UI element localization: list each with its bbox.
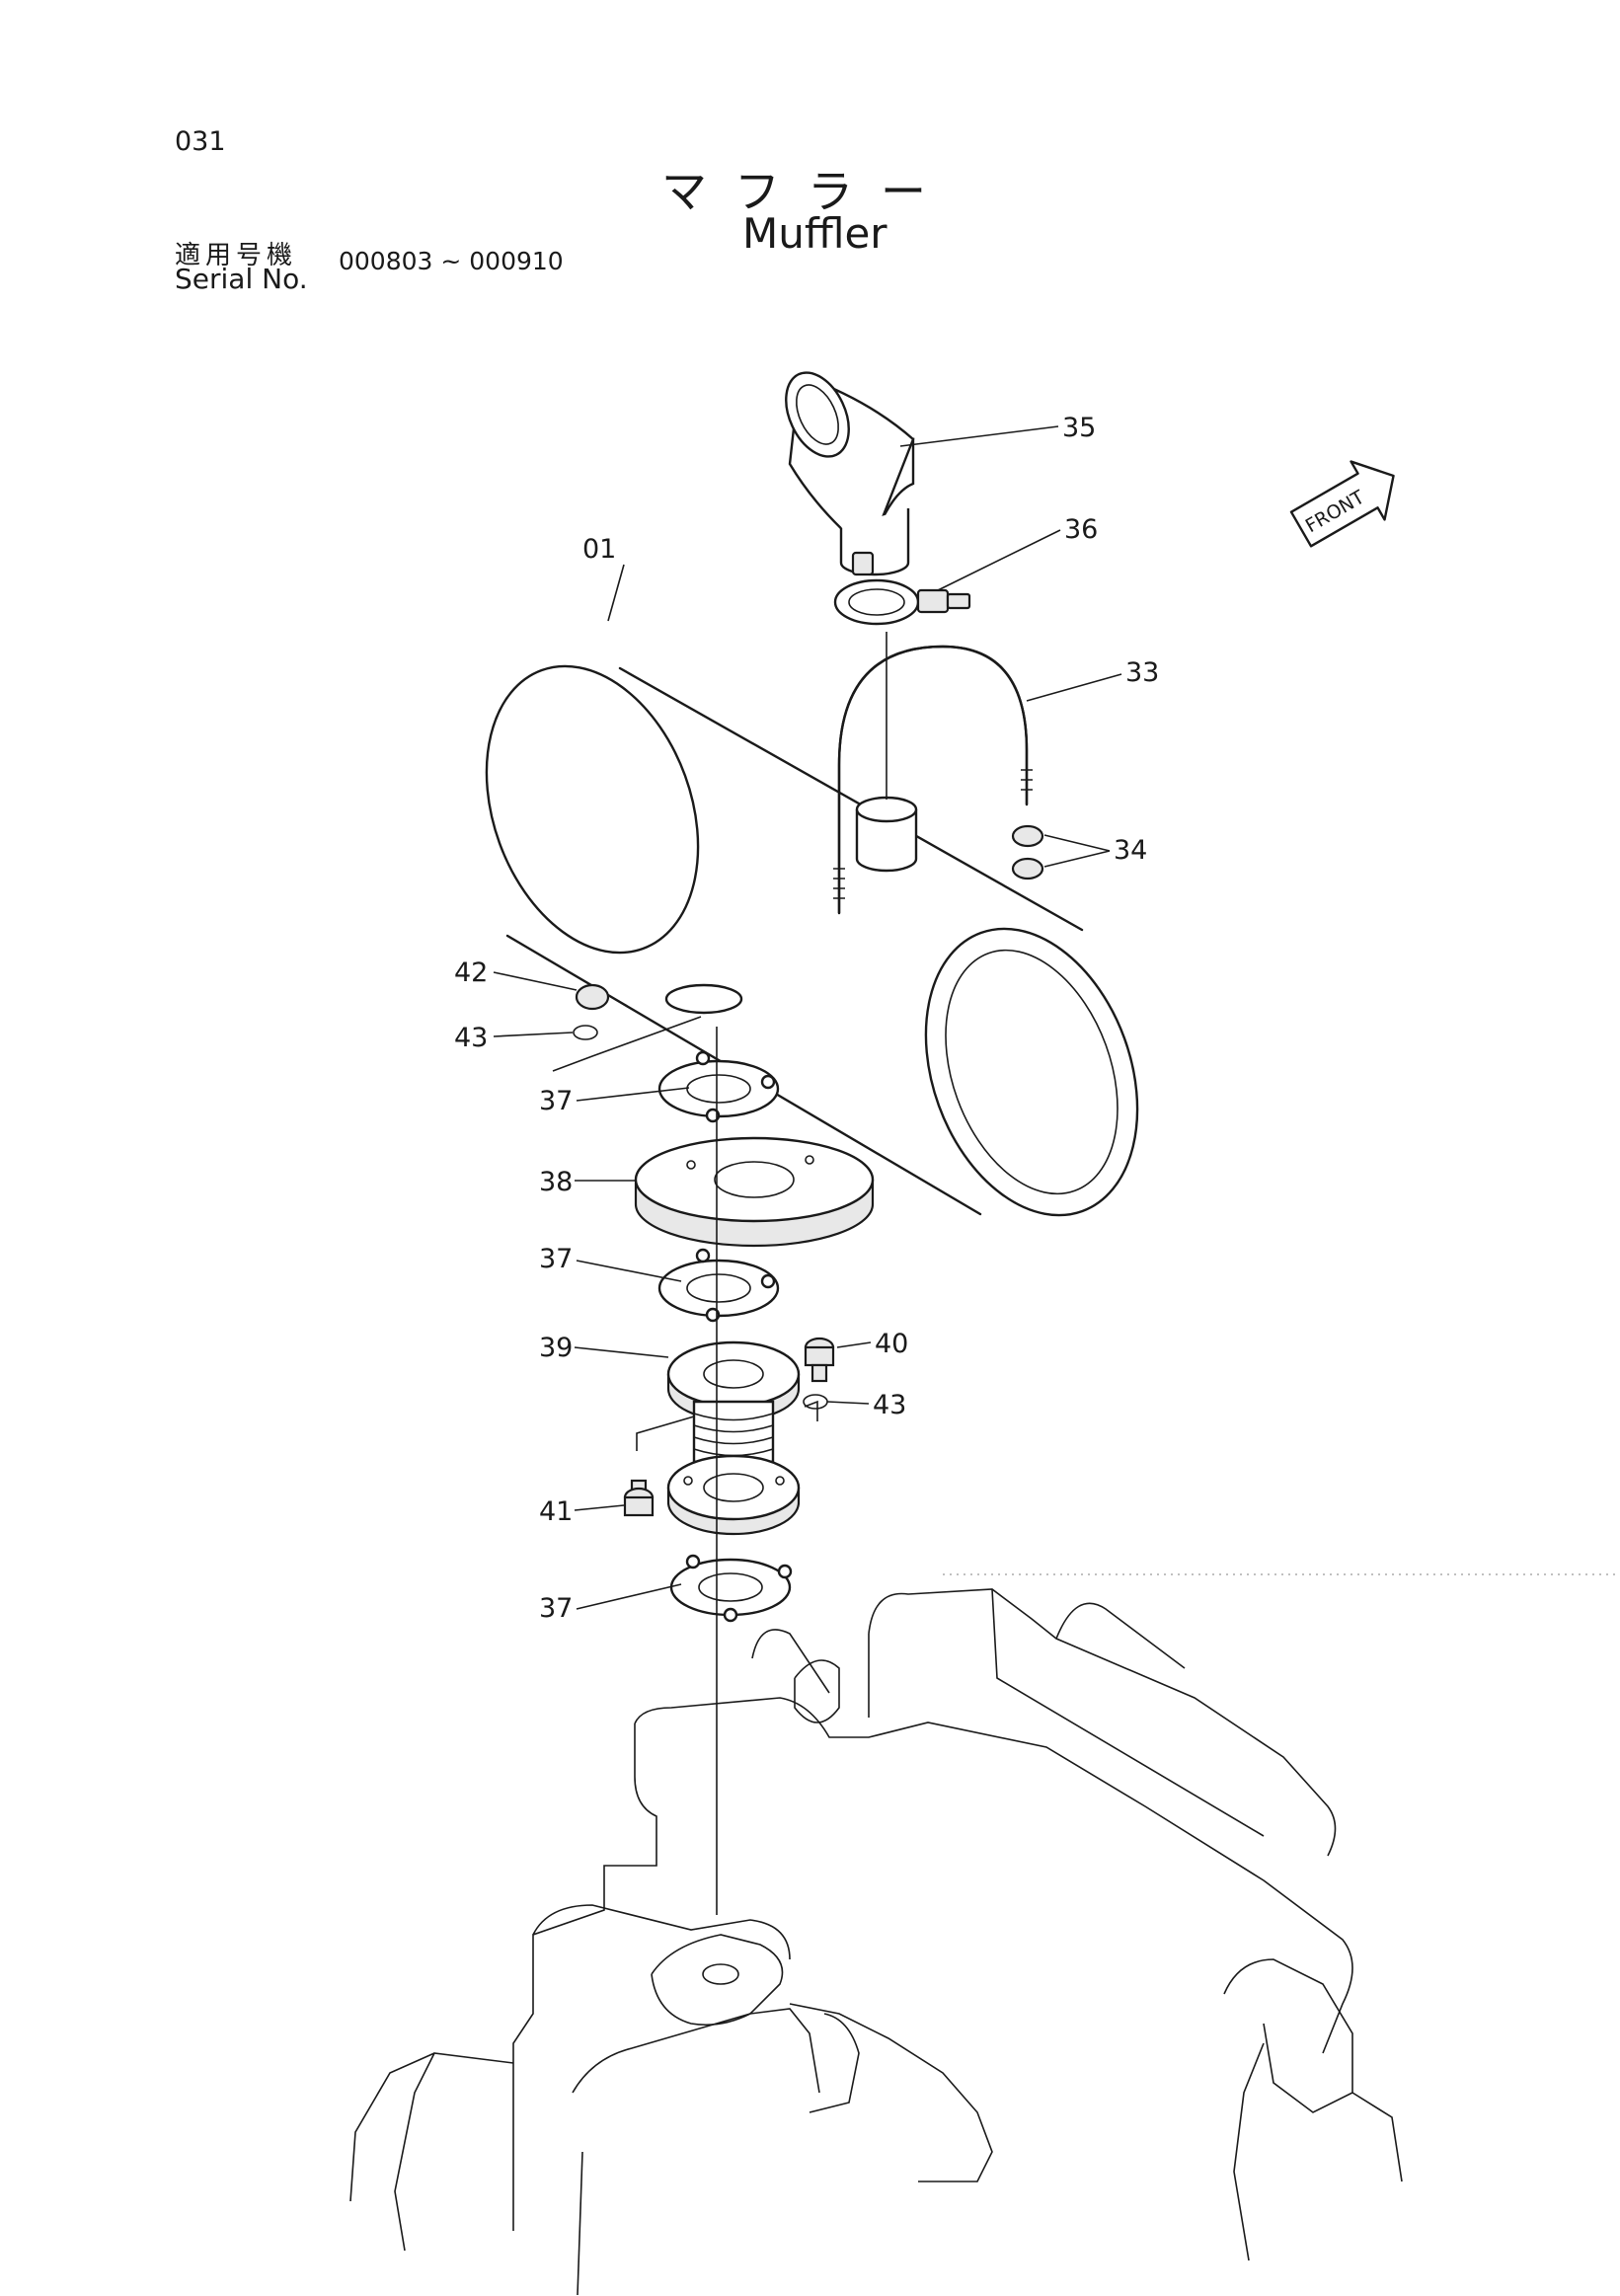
engine-outline: [349, 1588, 1403, 2296]
flex-pipe-39: [636, 1340, 818, 1536]
callout-38: 38: [539, 1167, 573, 1197]
callout-43-left: 43: [454, 1023, 488, 1053]
u-bolt-nuts: [1011, 824, 1044, 880]
callout-33: 33: [1125, 657, 1159, 688]
outlet-stub: [855, 796, 918, 873]
callout-42: 42: [454, 957, 488, 988]
gasket-37-middle: [657, 1248, 780, 1323]
u-bolt: [833, 645, 1033, 915]
tail-pipe: [785, 371, 915, 576]
serial-label-english: Serial No.: [175, 263, 308, 295]
callout-37-top: 37: [539, 1086, 573, 1116]
front-arrow-icon: FRONT: [1289, 460, 1395, 548]
callout-41: 41: [539, 1496, 573, 1527]
callout-43-right: 43: [873, 1390, 906, 1420]
title-japanese: マフラー: [661, 165, 954, 218]
gasket-37-bottom: [669, 1554, 793, 1623]
callout-34: 34: [1114, 835, 1147, 866]
callout-36: 36: [1064, 514, 1098, 545]
bolt-41: [623, 1479, 655, 1517]
nut-42: [552, 983, 702, 1072]
bolt-40: [803, 1337, 835, 1410]
clamp: [833, 551, 971, 626]
insulator-38: [634, 1136, 875, 1248]
title-english: Muffler: [742, 209, 887, 258]
callout-01: 01: [582, 534, 616, 565]
callout-40: 40: [875, 1329, 908, 1359]
callout-37-bottom: 37: [539, 1593, 573, 1624]
serial-range: 000803 ~ 000910: [339, 247, 564, 275]
gasket-37-top: [657, 1050, 780, 1123]
callout-35: 35: [1062, 413, 1096, 443]
serial-label-japanese: 適用号機: [175, 241, 298, 270]
callout-39: 39: [539, 1333, 573, 1363]
muffler-body: [485, 664, 1139, 1217]
callout-37-middle: 37: [539, 1244, 573, 1274]
front-label: FRONT: [1302, 487, 1369, 538]
leader-lines: [493, 425, 1122, 1610]
page-number: 031: [175, 126, 226, 157]
